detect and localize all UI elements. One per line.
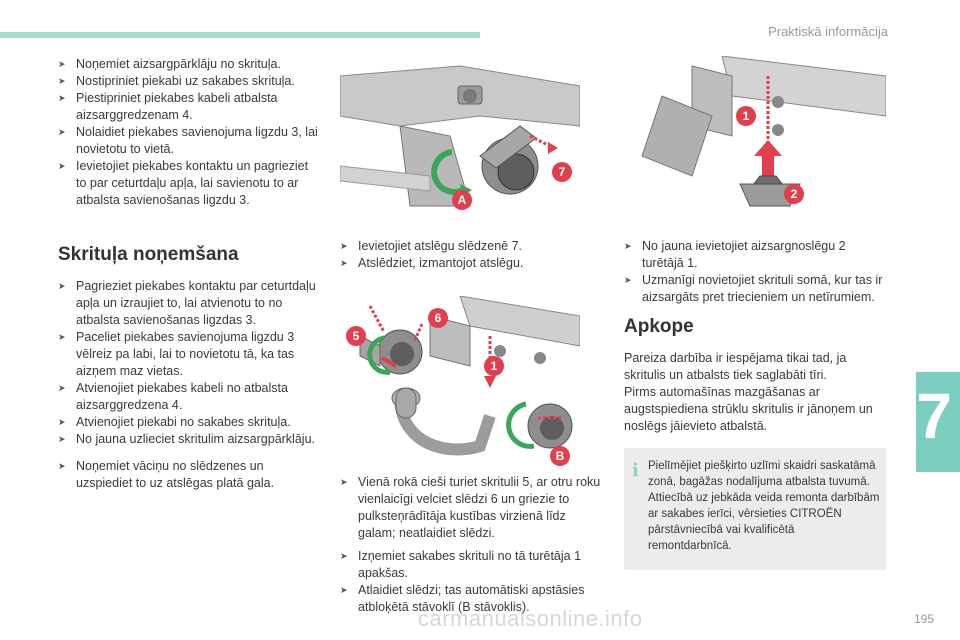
arrow-icon: ➤ bbox=[340, 241, 348, 251]
svg-text:5: 5 bbox=[353, 329, 360, 343]
list-item: ➤Ievietojiet atslēgu slēdzenē 7. bbox=[340, 239, 522, 253]
col1-top-list: ➤Noņemiet aizsargpārklāju no skrituļa. ➤… bbox=[58, 56, 320, 209]
section-title-maintenance: Apkope bbox=[624, 316, 694, 337]
section-title-removal: Skrituļa noņemšana bbox=[58, 244, 239, 265]
arrow-icon: ➤ bbox=[58, 417, 66, 427]
chapter-tab bbox=[916, 372, 960, 472]
arrow-icon: ➤ bbox=[58, 434, 66, 444]
arrow-icon: ➤ bbox=[340, 477, 348, 487]
svg-text:1: 1 bbox=[743, 109, 750, 123]
arrow-icon: ➤ bbox=[58, 281, 66, 291]
svg-text:7: 7 bbox=[559, 165, 566, 179]
arrow-icon: ➤ bbox=[624, 241, 632, 251]
list-item: ➤Nostipriniet piekabi uz sakabes skrituļ… bbox=[58, 74, 295, 88]
col2-list-b: ➤Vienā rokā cieši turiet skritulii 5, ar… bbox=[340, 474, 602, 616]
list-item: ➤No jauna uzlieciet skritulim aizsargpār… bbox=[58, 432, 315, 446]
list-item: ➤Noņemiet aizsargpārklāju no skrituļa. bbox=[58, 57, 281, 71]
list-item: ➤Piestipriniet piekabes kabeli atbalsta … bbox=[58, 91, 278, 122]
marker-2: 2 bbox=[784, 184, 804, 204]
list-item: ➤Noņemiet vāciņu no slēdzenes un uzspied… bbox=[58, 459, 275, 490]
col3-paragraphs: Pareiza darbība ir iespējama tikai tad, … bbox=[624, 350, 886, 435]
svg-text:B: B bbox=[556, 449, 565, 463]
illustration-protective-plug: 1 2 bbox=[622, 56, 886, 226]
svg-text:2: 2 bbox=[791, 187, 798, 201]
arrow-icon: ➤ bbox=[58, 127, 66, 137]
page-number: 195 bbox=[913, 612, 934, 626]
marker-5: 5 bbox=[346, 326, 366, 346]
watermark: carmanualsonline.info bbox=[418, 606, 643, 631]
list-item: ➤Izņemiet sakabes skrituli no tā turētāj… bbox=[340, 549, 582, 580]
col2-list-a: ➤Ievietojiet atslēgu slēdzenē 7. ➤Atslēd… bbox=[340, 238, 602, 272]
arrow-icon: ➤ bbox=[58, 59, 66, 69]
chapter-number: 7 bbox=[916, 380, 952, 452]
illustration-key-lock: 7 A bbox=[340, 56, 580, 216]
arrow-icon: ➤ bbox=[340, 551, 348, 561]
svg-text:1: 1 bbox=[491, 359, 498, 373]
list-item: ➤Pagrieziet piekabes kontaktu par ceturt… bbox=[58, 279, 316, 327]
list-item: ➤Atvienojiet piekabi no sakabes skrituļa… bbox=[58, 415, 291, 429]
info-note: i Pielīmējiet piešķirto uzlīmi skaidri s… bbox=[624, 448, 886, 570]
list-item: ➤Nolaidiet piekabes savienojuma ligzdu 3… bbox=[58, 125, 318, 156]
svg-text:6: 6 bbox=[435, 311, 442, 325]
list-item: ➤Atslēdziet, izmantojot atslēgu. bbox=[340, 256, 524, 270]
marker-7: 7 bbox=[552, 162, 572, 182]
list-item: ➤No jauna ievietojiet aizsargnoslēgu 2 t… bbox=[624, 239, 846, 270]
svg-text:A: A bbox=[458, 193, 467, 207]
arrow-icon: ➤ bbox=[340, 585, 348, 595]
col3-list: ➤No jauna ievietojiet aizsargnoslēgu 2 t… bbox=[624, 238, 886, 306]
paragraph: Pirms automašīnas mazgāšanas ar augstspi… bbox=[624, 385, 873, 433]
illustration-towball-removal: 6 5 1 B bbox=[340, 296, 580, 466]
col1-section-list: ➤Pagrieziet piekabes kontaktu par ceturt… bbox=[58, 278, 320, 492]
paragraph: Pareiza darbība ir iespējama tikai tad, … bbox=[624, 351, 847, 382]
list-item: ➤Uzmanīgi novietojiet skrituli somā, kur… bbox=[624, 273, 883, 304]
list-item: ➤Vienā rokā cieši turiet skritulii 5, ar… bbox=[340, 475, 601, 540]
top-accent-bar bbox=[0, 32, 480, 38]
arrow-icon: ➤ bbox=[58, 383, 66, 393]
marker-1: 1 bbox=[736, 106, 756, 126]
info-icon: i bbox=[632, 460, 639, 481]
list-item: ➤Atlaidiet slēdzi; tas automātiski apstā… bbox=[340, 583, 585, 614]
marker-b: B bbox=[550, 446, 570, 466]
list-item: ➤Paceliet piekabes savienojuma ligzdu 3 … bbox=[58, 330, 295, 378]
marker-1: 1 bbox=[484, 356, 504, 376]
arrow-icon: ➤ bbox=[340, 258, 348, 268]
header-title: Praktiskā informācija bbox=[768, 24, 888, 39]
info-note-text: Pielīmējiet piešķirto uzlīmi skaidri sas… bbox=[648, 460, 880, 552]
marker-6: 6 bbox=[428, 308, 448, 328]
arrow-icon: ➤ bbox=[58, 76, 66, 86]
list-item: ➤Atvienojiet piekabes kabeli no atbalsta… bbox=[58, 381, 288, 412]
arrow-icon: ➤ bbox=[58, 161, 66, 171]
arrow-icon: ➤ bbox=[624, 275, 632, 285]
list-item: ➤Ievietojiet piekabes kontaktu un pagrie… bbox=[58, 159, 309, 207]
arrow-icon: ➤ bbox=[58, 93, 66, 103]
arrow-icon: ➤ bbox=[58, 461, 66, 471]
marker-a: A bbox=[452, 190, 472, 210]
arrow-icon: ➤ bbox=[58, 332, 66, 342]
